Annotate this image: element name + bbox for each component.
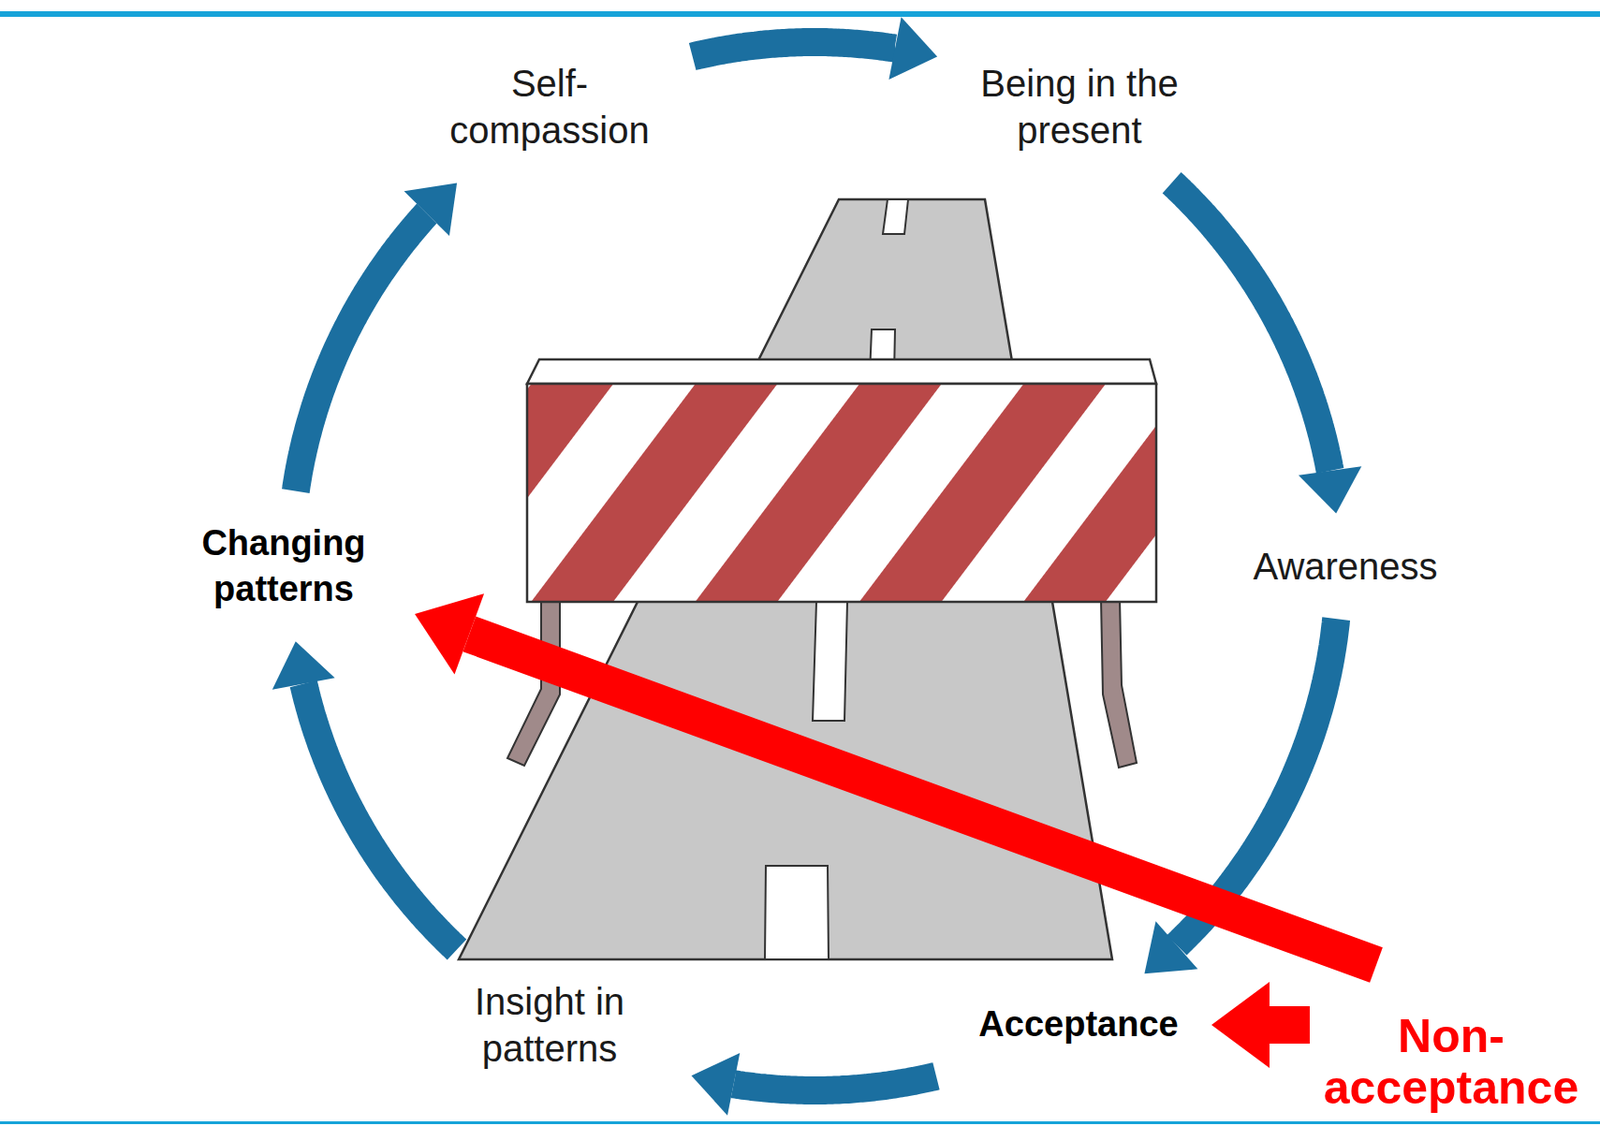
cycle-step: Insight in patterns: [432, 974, 667, 1076]
arrow-head: [888, 16, 938, 80]
lane-marking: [882, 199, 909, 235]
arrow-head: [1298, 466, 1362, 514]
bottom-rule: [0, 1121, 1600, 1125]
top-rule: [0, 11, 1600, 17]
arrow-shaft: [692, 42, 896, 57]
step-label: Self- compassion: [438, 59, 661, 154]
arrow-shaft: [469, 633, 1377, 966]
barrier-top: [527, 359, 1157, 384]
lane-marking: [812, 601, 848, 721]
arrow-shaft: [1269, 1006, 1310, 1044]
cycle-arrow: [272, 641, 457, 950]
arrow-head: [404, 182, 458, 236]
cycle-step: Changing patterns: [166, 516, 401, 617]
cycle-step: Acceptance: [956, 998, 1201, 1052]
arrow-head: [272, 641, 336, 690]
arrow-shaft: [295, 213, 427, 491]
arrow-head: [691, 1053, 741, 1116]
step-label: Changing patterns: [172, 520, 396, 614]
cycle-arrow: [295, 182, 457, 491]
cycle-arrow: [691, 1053, 937, 1116]
arrow-shaft: [1172, 182, 1331, 471]
step-label: Awareness: [1233, 543, 1457, 590]
step-label: Insight in patterns: [438, 978, 661, 1072]
step-label: Non- acceptance: [1321, 1011, 1582, 1115]
callout-label: Non- acceptance: [1315, 968, 1587, 1118]
step-label: Being in the present: [968, 59, 1191, 154]
cycle-arrow: [692, 16, 938, 80]
lane-marking: [764, 866, 829, 960]
arrow-head: [1144, 921, 1198, 974]
step-label: Acceptance: [962, 1001, 1195, 1048]
arrow-shaft: [303, 684, 457, 951]
arrow-head: [414, 593, 485, 675]
cycle-step: Awareness: [1228, 539, 1463, 594]
cycle-step: Self- compassion: [432, 56, 667, 158]
cycle-step: Being in the present: [962, 56, 1197, 158]
barrier-board: [527, 383, 1157, 602]
cycle-arrow: [1172, 182, 1363, 514]
red-arrow: [414, 593, 1377, 966]
arrow-shaft: [733, 1076, 937, 1091]
arrow-head: [1211, 982, 1270, 1069]
barrier-leg: [1100, 599, 1137, 768]
red-arrow: [1211, 982, 1310, 1069]
